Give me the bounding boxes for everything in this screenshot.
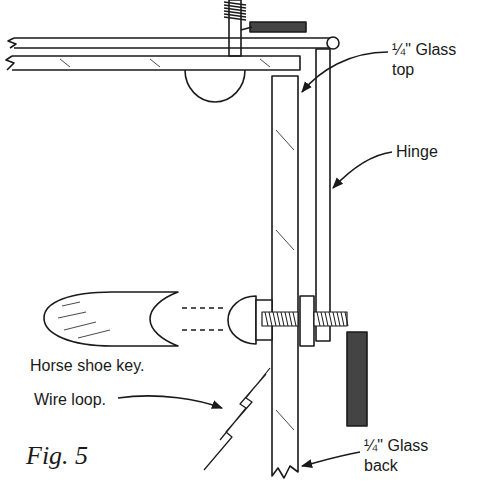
- thumb-lever: [347, 332, 367, 426]
- thread-stroke: [273, 312, 276, 326]
- thread-stroke: [265, 312, 268, 326]
- clamp-dome: [228, 296, 256, 344]
- part-label: Hinge: [396, 142, 438, 162]
- thread-stroke: [325, 312, 328, 326]
- screw-thread: [262, 312, 348, 326]
- top-lever-arm: [241, 27, 252, 30]
- guide-line: [182, 329, 226, 331]
- thread-stroke: [333, 312, 336, 326]
- thread-stroke: [281, 312, 284, 326]
- thread-stroke: [337, 312, 340, 326]
- part-label: ¼" Glass top: [392, 40, 464, 80]
- hinge-bar: [316, 49, 330, 341]
- spring-turn: [224, 5, 246, 8]
- part-label: Horse shoe key.: [30, 356, 144, 376]
- thread-stroke: [329, 312, 332, 326]
- thread-stroke: [345, 312, 348, 326]
- spring-turn: [224, 17, 246, 20]
- clamp-plate: [300, 296, 314, 346]
- key-shading: [58, 302, 110, 338]
- top-lever: [250, 22, 306, 32]
- spring-coil: [224, 2, 246, 20]
- guide-line: [182, 307, 226, 309]
- leader-line: [118, 396, 222, 408]
- hinge-pivot: [327, 37, 339, 49]
- thread-stroke: [341, 312, 344, 326]
- screw-body: [262, 312, 298, 326]
- thread-stroke: [269, 312, 272, 326]
- wire-loop: [204, 368, 270, 470]
- part-label: ¼" Glass back: [364, 436, 436, 476]
- thread-stroke: [317, 312, 320, 326]
- top-dome: [185, 70, 245, 102]
- thread-stroke: [293, 312, 296, 326]
- thread-stroke: [285, 312, 288, 326]
- spring-turn: [224, 2, 246, 5]
- spring-turn: [224, 8, 246, 11]
- thread-stroke: [289, 312, 292, 326]
- leader-line: [302, 52, 388, 92]
- top-frame: [8, 38, 333, 48]
- part-label: Wire loop.: [34, 390, 106, 410]
- glass-shine: [60, 59, 270, 67]
- spring-turn: [224, 11, 246, 14]
- glass-top: [6, 56, 300, 70]
- figure-caption: Fig. 5: [26, 440, 88, 473]
- screw-body: [314, 312, 347, 326]
- leader-line: [333, 152, 392, 188]
- spring-turn: [224, 14, 246, 17]
- glass-back: [272, 76, 298, 478]
- glass-shine: [276, 130, 294, 430]
- horse-shoe-key: [44, 292, 178, 346]
- leader-line: [302, 452, 360, 466]
- thread-stroke: [277, 312, 280, 326]
- thread-stroke: [321, 312, 324, 326]
